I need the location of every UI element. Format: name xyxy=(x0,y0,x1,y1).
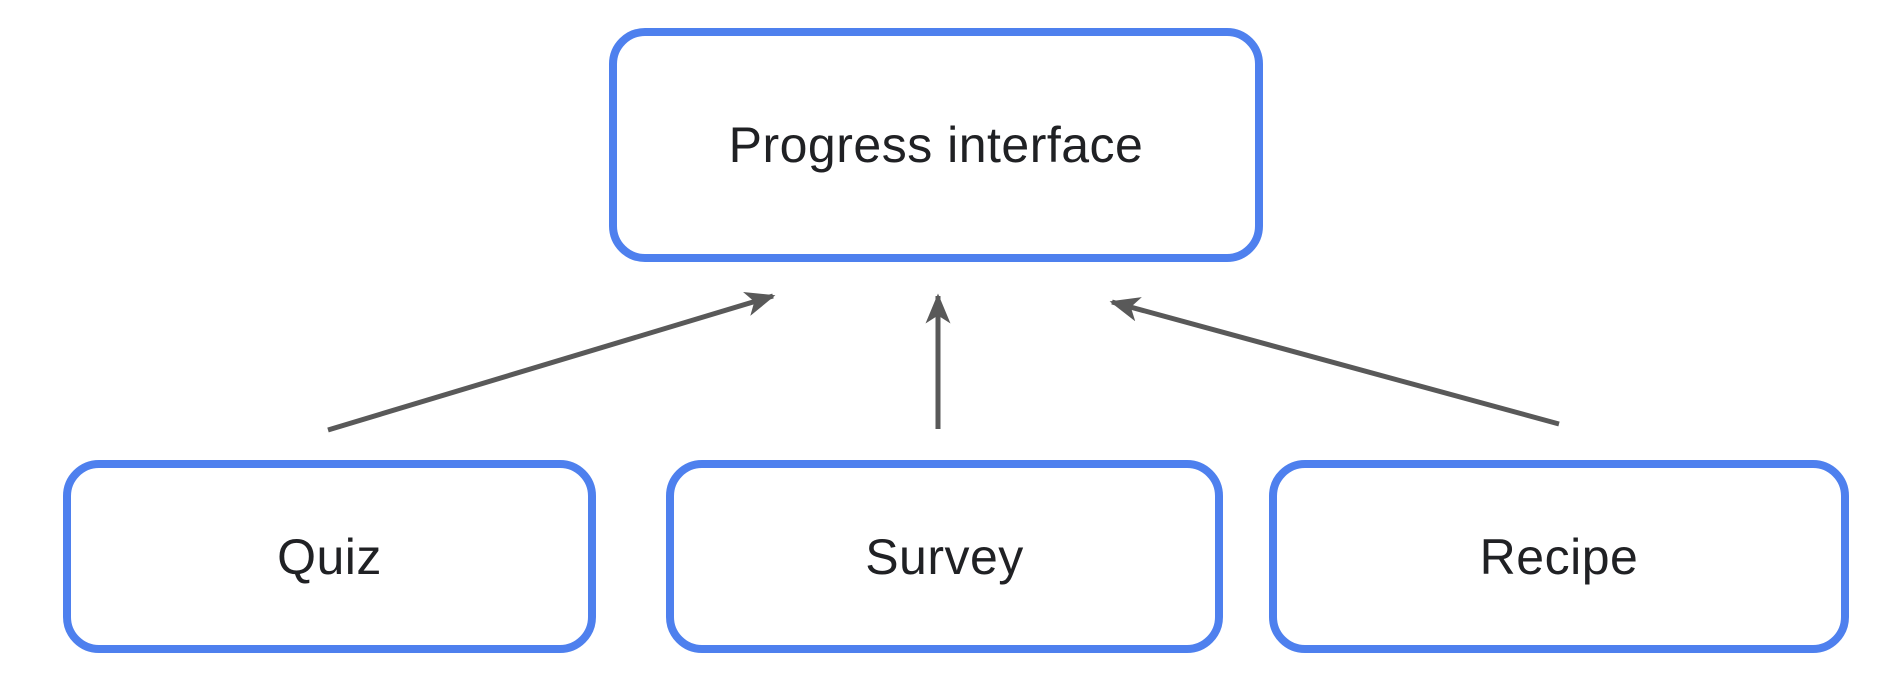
node-progress-interface: Progress interface xyxy=(609,28,1263,262)
node-survey-label: Survey xyxy=(865,528,1024,585)
node-recipe: Recipe xyxy=(1269,460,1849,653)
edge-quiz-to-progress-arrow xyxy=(327,291,776,433)
node-recipe-label: Recipe xyxy=(1479,528,1639,585)
node-quiz: Quiz xyxy=(63,460,596,653)
node-quiz-label: Quiz xyxy=(277,528,382,585)
node-progress-interface-label: Progress interface xyxy=(728,117,1144,173)
edge-recipe-to-progress-arrow xyxy=(1109,297,1560,427)
node-survey: Survey xyxy=(666,460,1223,653)
